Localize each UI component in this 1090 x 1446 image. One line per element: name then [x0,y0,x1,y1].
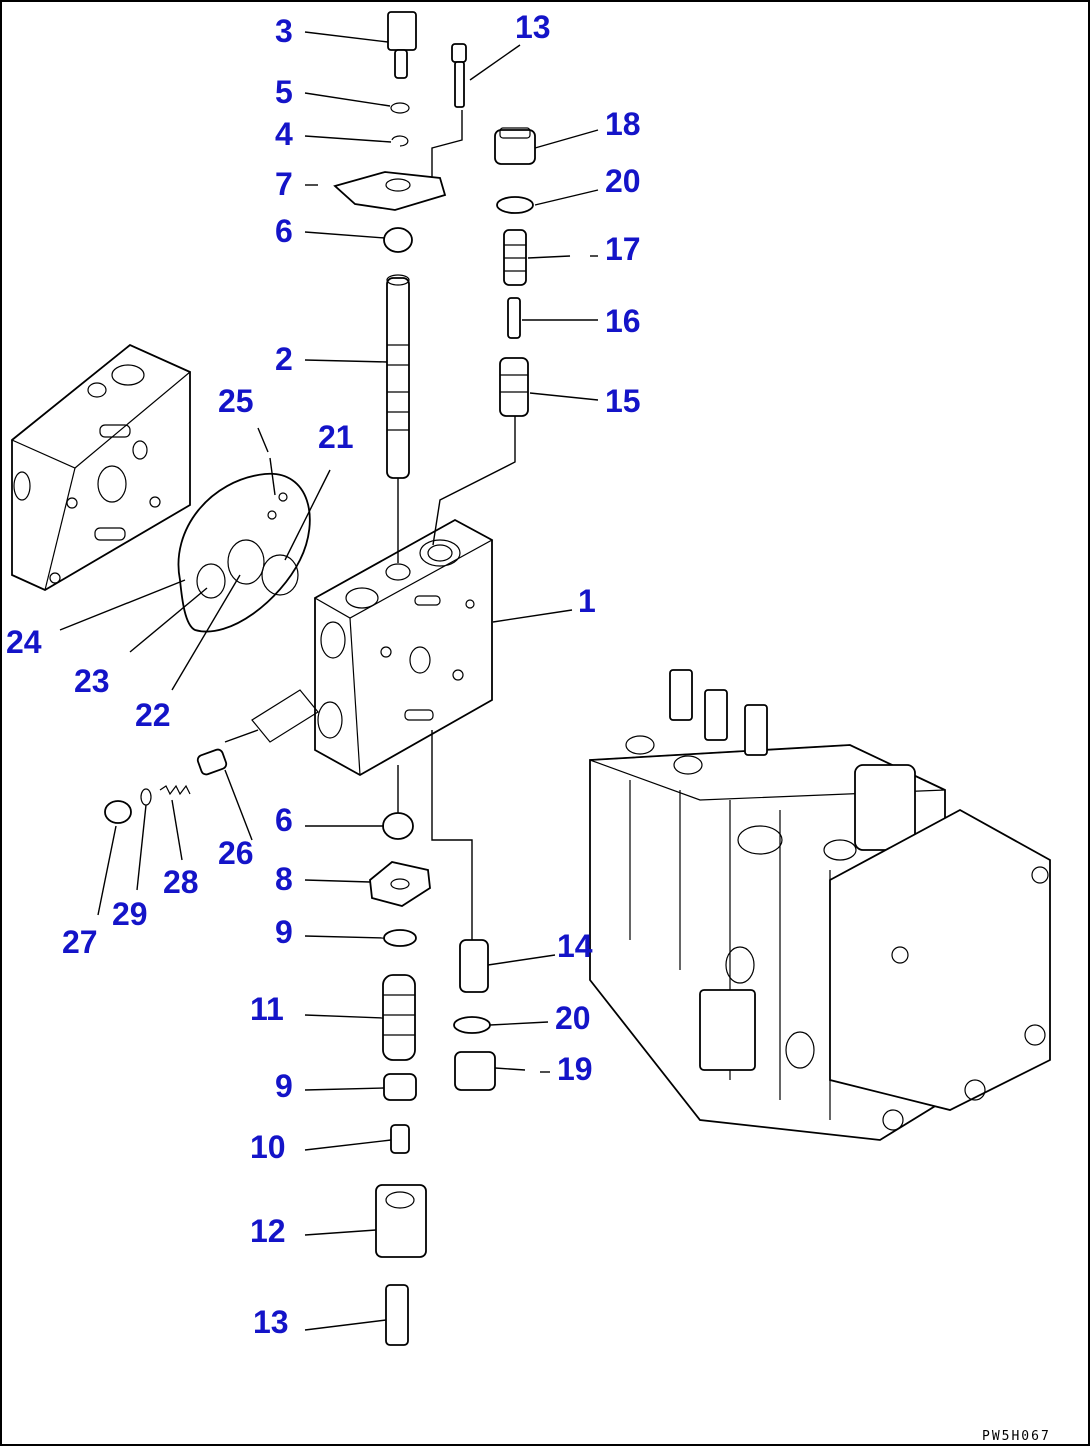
label-part-6-bottom: 6 [275,802,293,838]
label-part-27: 27 [62,924,98,960]
label-part-21: 21 [318,419,354,455]
label-part-2: 2 [275,341,293,377]
label-part-13-top: 13 [515,9,551,45]
label-part-14: 14 [557,928,593,964]
end-plate-section [10,343,192,592]
label-part-16: 16 [605,303,641,339]
label-part-25: 25 [218,383,254,419]
label-part-22: 22 [135,697,171,733]
label-part-4: 4 [275,116,293,152]
assembly-view [589,669,1051,1141]
label-part-18: 18 [605,106,641,142]
label-part-17: 17 [605,231,641,267]
side-plug-parts [104,689,319,824]
label-part-6-top: 6 [275,213,293,249]
label-part-20-bottom: 20 [555,1000,591,1036]
label-part-23: 23 [74,663,110,699]
label-part-28: 28 [163,864,199,900]
lower-parts [369,812,431,1346]
label-part-29: 29 [112,896,148,932]
spool [386,274,410,479]
valve-body [313,518,494,777]
label-part-24: 24 [6,624,42,660]
label-part-19: 19 [557,1051,593,1087]
gasket-plate [177,473,311,633]
label-part-11: 11 [250,991,284,1027]
label-part-9-top: 9 [275,914,293,950]
leader-lines [59,31,599,1331]
callout-labels: 3 13 5 18 4 7 20 6 17 16 2 15 25 21 1 24… [6,9,641,1340]
check-valve-stack-top [494,127,536,417]
label-part-1: 1 [578,583,596,619]
drawing-code: PW5H067 [982,1429,1051,1444]
label-part-8: 8 [275,861,293,897]
label-part-12: 12 [250,1213,286,1249]
label-part-26: 26 [218,835,254,871]
check-valve-stack-bottom [453,939,496,1091]
label-part-13-bottom: 13 [253,1304,289,1340]
label-part-7: 7 [275,166,293,202]
label-part-20-top: 20 [605,163,641,199]
label-part-10: 10 [250,1129,286,1165]
top-parts [333,11,467,253]
label-part-9-bottom: 9 [275,1068,293,1104]
label-part-3: 3 [275,13,293,49]
label-part-5: 5 [275,74,293,110]
label-part-15: 15 [605,383,641,419]
